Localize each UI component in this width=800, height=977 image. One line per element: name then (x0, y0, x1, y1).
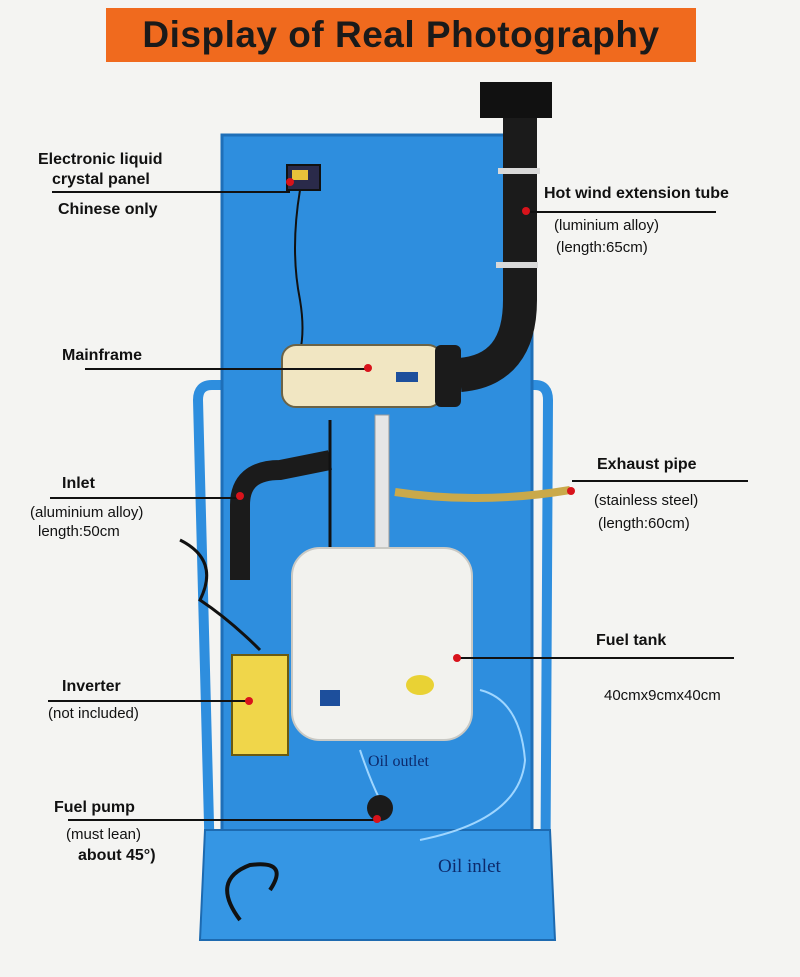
inlet-material: (aluminium alloy) (30, 504, 144, 521)
inlet-hose (230, 450, 332, 580)
exhaust-pipe (394, 486, 571, 502)
hot-wind-marker (522, 207, 530, 215)
inverter-note: (not included) (48, 705, 139, 722)
inverter-leader-line (48, 700, 250, 702)
lcd-label-line2: crystal panel (52, 171, 150, 188)
oil-outlet-text: Oil outlet (368, 753, 429, 770)
fuel-pump-body (367, 795, 393, 821)
fuel-pump-marker (373, 815, 381, 823)
heater-badge (396, 372, 418, 382)
fuel-pump-leader-line (68, 819, 378, 821)
fuel-pump-note1: (must lean) (66, 826, 142, 843)
inlet-marker (236, 492, 244, 500)
exhaust-leader-line (572, 480, 748, 482)
fuel-tank-size: 40cmx9cmx40cm (604, 687, 721, 704)
inverter-box (231, 654, 289, 756)
fuel-tank-cap (406, 675, 434, 695)
fuel-tank-marker (453, 654, 461, 662)
hot-wind-tube (457, 100, 537, 392)
mainframe-leader-line (85, 368, 370, 370)
heater-end-cap (435, 345, 461, 407)
heater-stand (374, 414, 390, 551)
lcd-label-line3: Chinese only (58, 201, 158, 218)
lcd-leader-line (52, 191, 290, 193)
exhaust-label: Exhaust pipe (597, 456, 697, 473)
fuel-tank (291, 547, 473, 741)
mainframe-marker (364, 364, 372, 372)
cart-base (198, 829, 557, 941)
fuel-tank-label: Fuel tank (596, 632, 667, 649)
lcd-cable (294, 189, 304, 353)
tube-top-fitting (480, 82, 552, 118)
inverter-marker (245, 697, 253, 705)
tube-clamp-1 (498, 168, 540, 174)
mainframe-label: Mainframe (62, 347, 143, 364)
fuel-tank-label (320, 690, 340, 706)
inlet-label: Inlet (62, 475, 95, 492)
hot-wind-label: Hot wind extension tube (544, 185, 729, 202)
oil-inlet-text: Oil inlet (438, 856, 502, 877)
hot-wind-length: (length:65cm) (556, 239, 648, 256)
title-banner: Display of Real Photography (106, 8, 696, 62)
exhaust-material: (stainless steel) (594, 492, 699, 509)
inlet-length: length:50cm (38, 523, 120, 540)
tube-clamp-2 (496, 262, 538, 268)
cart-frame-left (192, 380, 228, 941)
floor-cable (225, 862, 279, 922)
fuel-tank-leader-line (458, 657, 734, 659)
lcd-label-line1: Electronic liquid (38, 151, 163, 168)
hot-wind-leader-line (526, 211, 716, 213)
fuel-pump-label: Fuel pump (54, 799, 135, 816)
hot-wind-material: (luminium alloy) (554, 217, 660, 234)
lcd-marker (286, 178, 294, 186)
inlet-leader-line (50, 497, 242, 499)
fuel-pump-note2: about 45°) (78, 847, 156, 864)
banner-title: Display of Real Photography (142, 14, 660, 55)
lcd-screen (292, 170, 308, 180)
exhaust-marker (567, 487, 575, 495)
cart-frame-right (520, 380, 554, 941)
exhaust-length: (length:60cm) (598, 515, 690, 532)
inverter-label: Inverter (62, 678, 121, 695)
